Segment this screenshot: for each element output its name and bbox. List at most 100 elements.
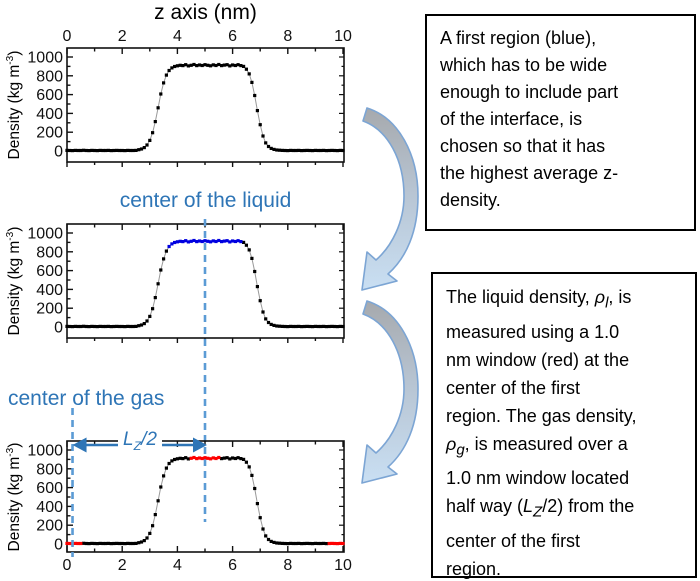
data-point xyxy=(115,541,119,545)
data-point xyxy=(189,63,193,67)
data-point xyxy=(286,325,290,329)
data-point xyxy=(159,485,163,489)
data-point xyxy=(319,148,323,153)
data-point xyxy=(305,148,309,152)
data-point xyxy=(294,324,298,329)
data-point xyxy=(178,63,182,67)
data-point xyxy=(324,542,328,546)
data-point xyxy=(137,324,141,328)
x-tick-label: 2 xyxy=(118,557,127,574)
data-point xyxy=(203,456,207,460)
data-point xyxy=(330,148,334,152)
data-point xyxy=(327,541,331,546)
y-axis-label-plot2: Density (kg m-3) xyxy=(5,226,24,336)
data-point xyxy=(79,148,83,153)
data-point xyxy=(87,542,91,546)
data-point xyxy=(272,540,276,544)
data-point xyxy=(126,324,130,328)
data-point xyxy=(145,319,149,323)
data-point xyxy=(123,542,127,546)
y-tick-label: 800 xyxy=(36,244,63,261)
data-point xyxy=(109,149,113,153)
data-point xyxy=(184,239,188,243)
data-point xyxy=(106,541,110,545)
data-point xyxy=(76,324,80,329)
data-point xyxy=(214,239,218,244)
data-point xyxy=(319,541,323,546)
data-point xyxy=(192,455,196,460)
data-point xyxy=(123,149,127,153)
text-line: region. The gas density, xyxy=(446,405,637,426)
data-point xyxy=(126,541,130,545)
x-tick-label: 0 xyxy=(63,28,72,45)
data-point xyxy=(151,131,155,135)
y-tick-label: 1000 xyxy=(27,443,63,460)
data-point xyxy=(120,541,124,546)
data-point xyxy=(153,513,157,517)
data-point xyxy=(195,64,199,68)
data-point xyxy=(73,324,77,328)
data-point xyxy=(283,324,287,329)
data-point xyxy=(236,456,240,460)
data-point xyxy=(156,106,160,110)
data-point xyxy=(126,148,130,152)
data-point xyxy=(65,541,69,545)
data-point xyxy=(300,325,304,329)
data-point xyxy=(244,243,248,247)
data-point xyxy=(82,148,86,152)
text-line: half way (LZ/2) from the xyxy=(446,496,635,521)
data-point xyxy=(197,63,202,67)
data-point xyxy=(90,541,94,545)
data-point xyxy=(269,322,273,326)
data-point xyxy=(192,238,196,243)
data-point xyxy=(300,149,304,153)
x-tick-label: 0 xyxy=(63,557,72,574)
data-point xyxy=(286,542,290,546)
y-tick-label: 1000 xyxy=(27,226,63,243)
data-point xyxy=(302,148,306,153)
data-point xyxy=(264,141,268,145)
data-point xyxy=(73,541,77,545)
data-point xyxy=(266,320,271,325)
data-point xyxy=(316,148,320,153)
data-point xyxy=(322,324,326,328)
data-point xyxy=(277,148,282,152)
data-point xyxy=(159,268,163,272)
data-point xyxy=(153,120,157,124)
data-point xyxy=(186,457,190,461)
data-point xyxy=(159,92,163,96)
data-point xyxy=(68,148,72,153)
data-point xyxy=(156,499,160,503)
data-point xyxy=(68,541,72,546)
data-point xyxy=(277,541,282,545)
data-point xyxy=(338,541,342,545)
data-point xyxy=(93,148,97,153)
data-point xyxy=(128,324,133,329)
data-point xyxy=(167,461,171,466)
text-line: chosen so that it has xyxy=(440,136,606,156)
data-point xyxy=(208,457,213,461)
data-point xyxy=(162,257,166,261)
data-point xyxy=(225,239,229,243)
data-point xyxy=(214,63,218,68)
data-point xyxy=(200,239,204,244)
data-point xyxy=(70,149,75,153)
data-point xyxy=(93,324,97,329)
data-point xyxy=(289,148,293,152)
data-point xyxy=(186,64,190,68)
data-point xyxy=(308,324,312,329)
data-point xyxy=(117,324,121,329)
data-point xyxy=(131,324,135,329)
x-tick-label: 4 xyxy=(173,28,182,45)
data-point xyxy=(335,542,340,546)
data-point xyxy=(90,324,94,328)
data-point xyxy=(231,456,235,460)
data-point xyxy=(291,148,295,153)
text-line: nm window (red) at the xyxy=(446,349,630,370)
data-point xyxy=(269,146,273,150)
data-point xyxy=(302,324,306,329)
y-tick-label: 600 xyxy=(36,480,63,497)
data-point xyxy=(214,456,218,461)
